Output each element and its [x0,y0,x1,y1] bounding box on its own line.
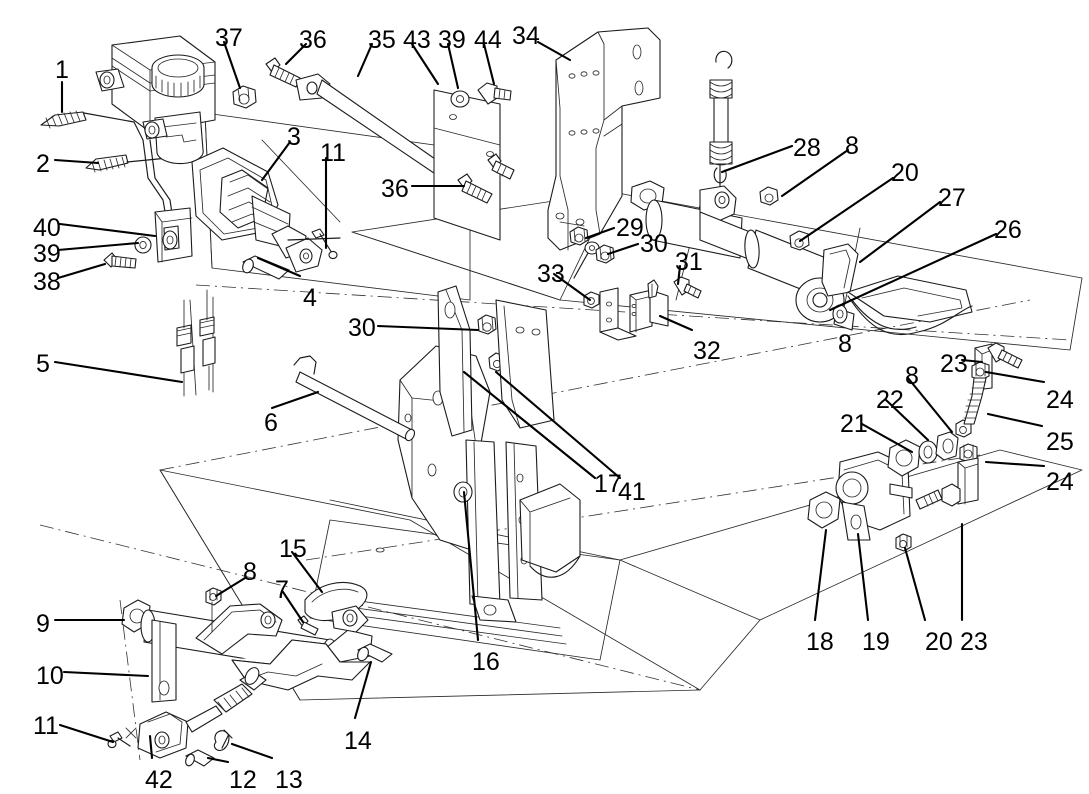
callout-label-27: 27 [938,184,966,212]
part-29-nut [569,226,589,246]
master-cylinder-assembly [95,35,216,165]
callout-label-15: 15 [279,535,307,563]
callout-label-39-top: 39 [438,26,466,54]
callout-label-26: 26 [994,216,1022,244]
part-28-extension-spring [709,50,733,191]
callout-label-11-lower: 11 [33,712,59,740]
callout-label-35: 35 [368,26,396,54]
callout-label-1: 1 [55,56,69,84]
callout-label-8-pedalpad: 8 [838,330,852,358]
callout-label-3: 3 [287,123,301,151]
part-1-brake-line [40,110,144,141]
lower-pedal-assembly [107,581,393,767]
callout-label-8-shaft: 8 [845,132,859,160]
callout-label-17: 17 [594,470,622,498]
part-33-bracket [599,287,637,341]
part-44-bolt [477,82,512,105]
callout-label-28: 28 [793,134,821,162]
part-32-switch [629,279,669,333]
part-38-bolt [103,252,137,269]
callout-label-12: 12 [229,766,257,794]
callout-label-21: 21 [840,410,868,438]
callout-label-36-upper: 36 [299,26,327,54]
callout-label-30-upper: 30 [640,230,668,258]
callout-label-4: 4 [303,284,317,312]
part-33-eyebolt [573,241,600,279]
callout-label-18: 18 [806,628,834,656]
callout-label-29: 29 [616,214,644,242]
callout-label-23-lower: 23 [960,628,988,656]
part-5-fittings [176,289,216,397]
callout-label-37: 37 [215,24,243,52]
callout-label-38: 38 [33,268,61,296]
part-39-washer-left [134,236,152,254]
part-37-nut [232,85,257,109]
part-33-nut-lower [583,291,600,309]
part-39-washer-top [450,90,470,108]
callout-label-31: 31 [675,248,703,276]
callout-label-16: 16 [472,648,500,676]
part-34-bracket [547,27,661,251]
callout-label-42: 42 [145,766,173,794]
callout-label-24-upper: 24 [1046,386,1074,414]
callout-label-9: 9 [36,610,50,638]
callout-label-2: 2 [36,150,50,178]
right-lower-assembly [807,342,1023,552]
callout-leader-lines [53,40,1046,764]
callout-label-11-upper: 11 [320,139,346,167]
callout-label-8-pedal: 8 [243,558,257,586]
callout-label-13: 13 [275,766,303,794]
callout-label-20-upper: 20 [891,159,919,187]
callout-label-30-lower: 30 [348,314,376,342]
part-30-nut-upper [595,244,615,264]
callout-label-22: 22 [876,386,904,414]
callout-label-41: 41 [618,478,646,506]
cross-shaft-assembly [630,180,973,336]
callout-label-23-upper: 23 [940,350,968,378]
callout-label-7: 7 [275,576,289,604]
part-4-pin [242,255,290,280]
callout-label-33: 33 [537,260,565,288]
part-6-rod [293,355,416,442]
callout-label-19: 19 [862,628,890,656]
callout-label-32: 32 [693,337,721,365]
callout-label-43: 43 [403,26,431,54]
callout-label-10: 10 [36,662,64,690]
part-40-bracket [154,207,193,263]
callout-label-36-lower: 36 [381,175,409,203]
callout-label-25: 25 [1046,428,1074,456]
callout-label-40: 40 [33,214,61,242]
callout-label-14: 14 [344,727,372,755]
callout-label-5: 5 [36,350,50,378]
callout-label-6: 6 [264,409,278,437]
callout-label-34: 34 [512,22,540,50]
part-36-bolt-upper [265,57,301,88]
callout-label-24-lower: 24 [1046,468,1074,496]
part-36-bolt-lower [457,153,515,204]
callout-label-20-lower: 20 [925,628,953,656]
part-30-nut-lower [477,314,497,335]
part-3-bellows-boot [191,147,341,273]
callout-label-44: 44 [474,26,502,54]
part-43-plate [433,89,501,241]
center-pedal-support [397,285,581,623]
callout-label-39-left: 39 [33,240,61,268]
callout-label-8-rodend: 8 [905,362,919,390]
